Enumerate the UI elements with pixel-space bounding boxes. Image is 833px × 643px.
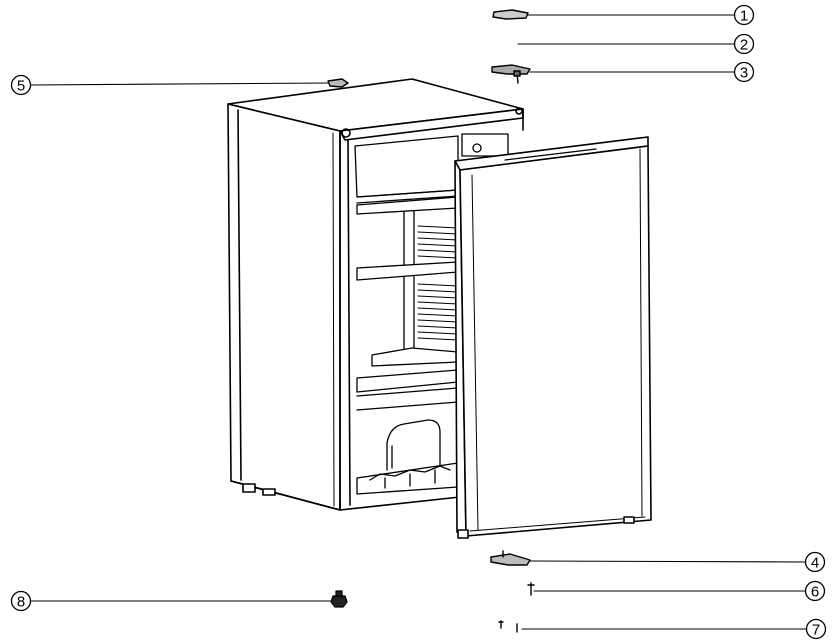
part-5-hinge-cap <box>327 78 349 88</box>
svg-text:4: 4 <box>811 555 819 572</box>
part-3-top-hinge <box>491 64 531 84</box>
svg-text:2: 2 <box>740 37 748 54</box>
fridge-door <box>454 136 652 539</box>
callout-3: 3 <box>733 61 755 83</box>
part-1-hinge-cover <box>492 9 529 20</box>
fridge-cabinet <box>227 78 524 511</box>
fridge-interior <box>354 133 509 495</box>
svg-text:6: 6 <box>811 584 819 601</box>
callout-7: 7 <box>805 618 827 640</box>
callout-4: 4 <box>804 551 826 573</box>
part-6-screw <box>527 582 535 596</box>
part-7-screws <box>498 620 518 633</box>
svg-text:7: 7 <box>812 622 820 639</box>
svg-text:8: 8 <box>17 594 25 611</box>
svg-text:3: 3 <box>740 65 748 82</box>
part-4-bottom-hinge <box>490 550 531 566</box>
callout-8: 8 <box>10 590 32 612</box>
callout-6: 6 <box>804 580 826 602</box>
part-8-leveling-foot <box>330 590 348 608</box>
callout-2: 2 <box>733 33 755 55</box>
callout-5: 5 <box>10 74 32 96</box>
svg-text:1: 1 <box>740 8 748 25</box>
callout-1: 1 <box>733 4 755 26</box>
leader-lines <box>30 14 807 630</box>
svg-text:5: 5 <box>17 78 25 95</box>
